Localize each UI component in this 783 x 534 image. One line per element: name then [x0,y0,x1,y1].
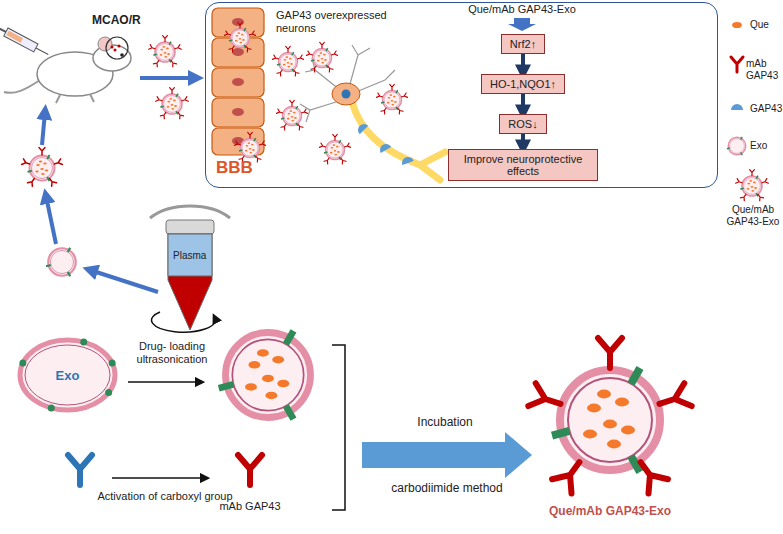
exosome-circle: Exo [15,335,120,415]
zoom-panel: GAP43 overexpressed neuronsNrf2↑ HO-1,NQO… [205,2,718,188]
flow-arrow [521,134,525,149]
panel-heading: GAP43 overexpressed neurons [276,9,388,34]
label-text: Activation of carboxyl group [90,490,240,503]
process-box: HO-1,NQO1↑ [481,74,565,94]
process-text: Nrf2↑ [510,38,536,50]
label-text: mAb GAP43 [205,500,295,513]
legend-text: mAb GAP43 [746,58,783,81]
legend-text: GAP43 [750,103,782,115]
legend-text: Que/mAb GAP43-Exo [723,204,783,227]
process-box: Nrf2↑ [501,34,545,54]
label-text: Drug- loading ultrasonication [122,340,222,365]
legend-text: Que [750,19,780,31]
process-box: Improve neuroprotective effects [448,149,598,181]
label-text: BBB [216,158,253,178]
label-text: Plasma [173,250,206,262]
exosome-label: Exo [56,368,80,383]
flow-arrow [521,54,525,74]
legend-text: Exo [750,140,782,152]
process-text: Improve neuroprotective effects [457,153,589,177]
label-text: Que/mAb GAP43-Exo [520,505,700,519]
label-text: Incubation [395,416,495,430]
process-text: ROS↓ [508,118,537,130]
label-text: carbodiimide method [357,482,537,496]
process-text: HO-1,NQO1↑ [490,78,556,90]
flow-arrow [521,94,525,114]
label-text: MCAO/R [92,14,141,28]
label-text: Que/mAb GAP43-Exo [447,3,597,16]
process-box: ROS↓ [499,114,546,134]
